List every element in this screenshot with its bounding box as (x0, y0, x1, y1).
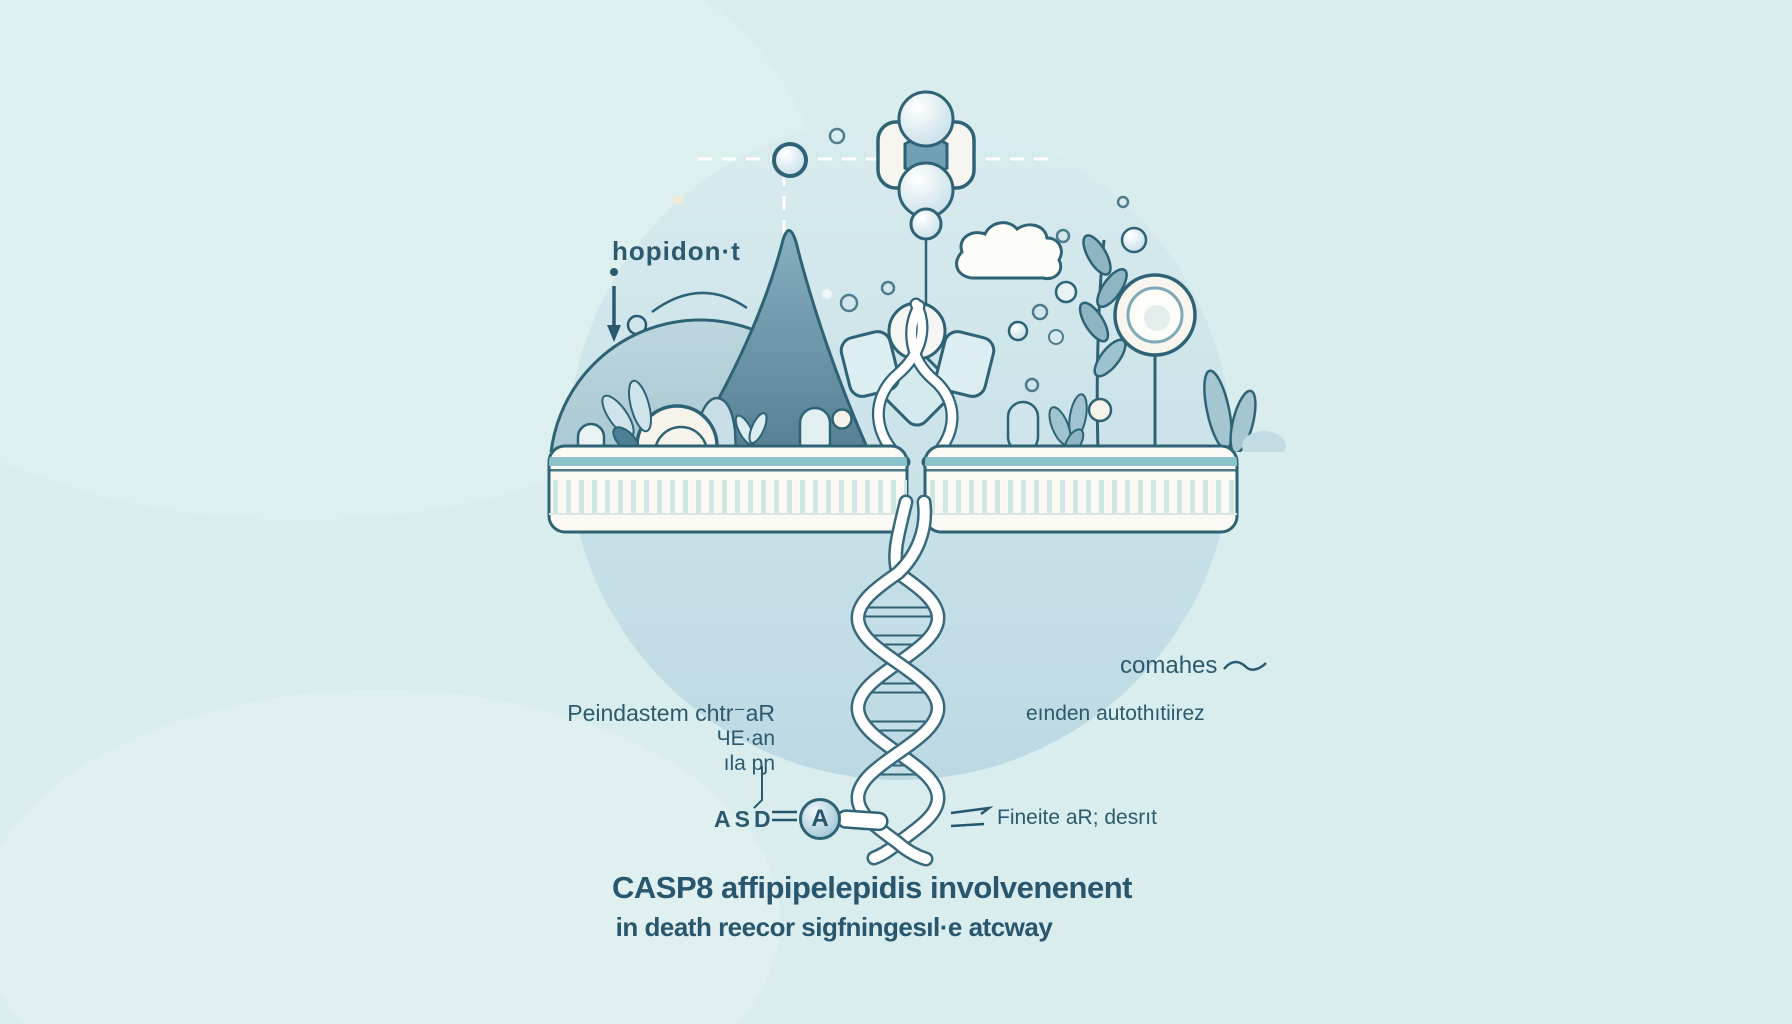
receptor-complex (839, 297, 996, 469)
label-comahes-text: comahes (1120, 652, 1218, 679)
seaweed-right (1203, 369, 1286, 452)
signal-node-circle (772, 142, 808, 178)
landscape-right (955, 195, 1286, 452)
spark-dot (673, 195, 683, 205)
label-fineite: Fineite aR; desrıt (997, 806, 1157, 829)
sprout-icon (734, 412, 768, 446)
membrane-left-segment (547, 444, 909, 534)
bubbles-right (1007, 195, 1148, 393)
node-badge-a: A (799, 798, 841, 840)
node-link-band (836, 809, 889, 832)
label-left-block: Peindastem chtr⁻aR ЧE·an ıla pɲ (500, 701, 775, 776)
landscape-left (549, 229, 896, 452)
label-left-line3: ıla pɲ (723, 752, 775, 775)
ligand-molecule-icon (876, 90, 976, 314)
cloud-icon (955, 221, 1063, 281)
leaf-cluster-icon (601, 379, 652, 452)
membrane-right-segment (923, 444, 1239, 534)
pillar-bump-right (1006, 400, 1040, 452)
pillar-bump (798, 406, 832, 452)
page-title-line1: CASP8 affipipelepidis involvenenent (612, 870, 1132, 905)
label-left-line1: Peindastem chtr⁻aR (567, 700, 775, 726)
pebble-right (1087, 397, 1113, 423)
bubbles-left (822, 280, 896, 313)
hill-arc-line (651, 291, 748, 314)
mountain (686, 229, 871, 452)
dna-helix (850, 494, 946, 867)
callout-elbow-line (753, 766, 763, 809)
small-ring-icon (828, 127, 846, 145)
label-hopidont: hopidon·t (612, 236, 741, 266)
background-wash-bottomleft (0, 690, 780, 1024)
wave-icon (1223, 660, 1268, 671)
label-asd: ASD (714, 806, 775, 832)
label-left-line2: ЧE·an (716, 727, 775, 750)
page-title-line2: in death reecor sigfningesıl·e atcway (615, 912, 1053, 942)
leaf-stalk-plant (1078, 234, 1128, 452)
label-enden: eınden autothıtiirez (1026, 702, 1205, 725)
down-arrow-icon (607, 268, 621, 342)
flower-icon (1113, 273, 1197, 452)
equilibrium-icon (950, 806, 994, 828)
double-bond-connector (772, 810, 797, 822)
label-comahes: comahes (1120, 652, 1268, 680)
pebble (831, 408, 853, 430)
